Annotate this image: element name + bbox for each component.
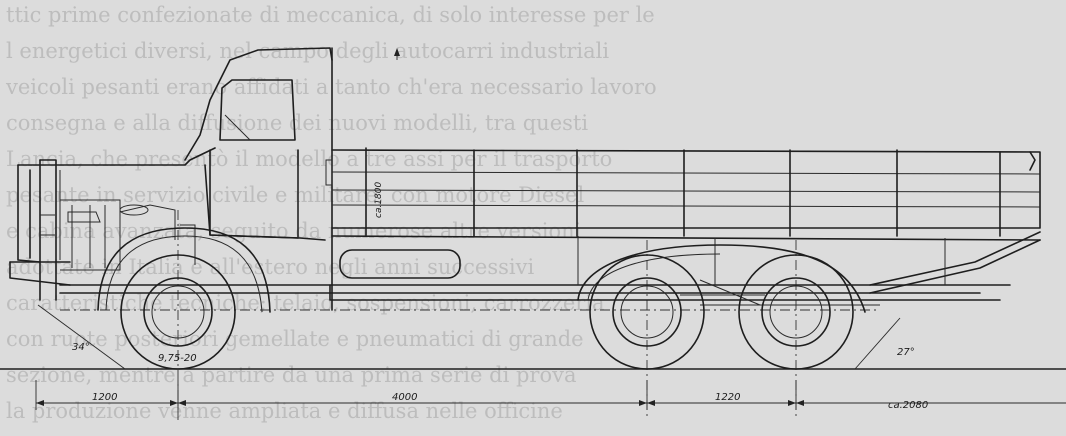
dimension-line: 1200 4000 1220 ca.2080 [35, 380, 1066, 411]
bg-text-line: l energetici diversi, nel campo degli au… [6, 39, 609, 63]
wheelbase-dimension: 4000 [392, 392, 417, 403]
front-fender [97, 227, 271, 313]
bogie-link [680, 279, 765, 306]
bg-text-line: con ruote posteriori gemellate e pneumat… [6, 327, 584, 351]
bg-text-line: pesante in servizio civile e militare, c… [6, 183, 584, 207]
bg-text-line: consegna e alla diffusione dei nuovi mod… [6, 111, 588, 135]
rear-wheel [738, 254, 854, 370]
bg-text-line: caratteristiche tecniche; telaio, sospen… [6, 291, 605, 315]
height-label: ca.1800 [374, 181, 384, 218]
approach-angle-label: 34° [72, 342, 90, 353]
cargo-bed-stakes [365, 147, 1001, 237]
approach-angle-line [37, 304, 126, 370]
fuel-tank [339, 249, 461, 279]
cab-window [219, 79, 296, 141]
mid-wheel [589, 254, 705, 370]
front-wheel [120, 254, 236, 370]
bg-text-line: veicoli pesanti erano affidati a tanto c… [5, 75, 657, 99]
background-text: ttic prime confezionate di meccanica, di… [5, 3, 657, 423]
bg-text-line: e cabina avanzata, seguito da numerose a… [6, 219, 582, 243]
front-overhang-dimension: 1200 [92, 392, 117, 403]
cab [184, 47, 333, 311]
rear-overhang-dimension: ca.2080 [888, 400, 928, 411]
bg-text-line: adottate in Italia e all'estero negli an… [6, 255, 534, 279]
engine-hood [9, 147, 216, 301]
bg-text-line: ttic prime confezionate di meccanica, di… [6, 3, 655, 27]
cargo-bed [331, 147, 1041, 285]
height-dimension: ca.1800 [374, 48, 400, 218]
bogie-dimension: 1220 [715, 392, 740, 403]
bg-text-line: sezione, mentre a partire da una prima s… [6, 363, 576, 387]
departure-angle-label: 27° [897, 347, 915, 358]
tyre-size-label: 9,75-20 [158, 353, 197, 364]
departure-angle-line [854, 317, 901, 370]
mid-fender [577, 244, 866, 313]
